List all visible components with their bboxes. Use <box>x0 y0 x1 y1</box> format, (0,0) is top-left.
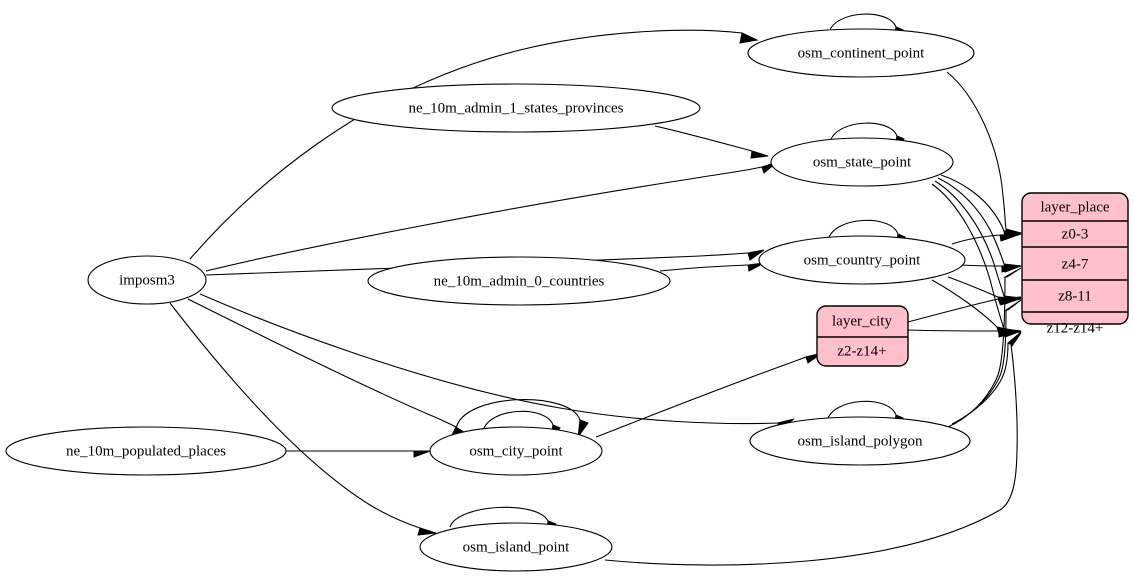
record-layer-place-row-z8-11[interactable]: z8-11 <box>1058 288 1092 304</box>
edge-ne-countries-to-osm-country-point <box>659 262 765 272</box>
edge-ne-populated-to-osm-city-point <box>286 450 431 458</box>
record-layer-city-title: layer_city <box>832 313 892 329</box>
node-label-osm-state-point: osm_state_point <box>813 154 912 170</box>
node-ne-10m-admin-1-states-provinces[interactable]: ne_10m_admin_1_states_provinces <box>331 83 701 133</box>
edge-imposm3-to-osm-city-point <box>187 298 472 437</box>
edge-imposm3-to-osm-island-polygon <box>199 293 795 431</box>
record-layer-city-row-z2-z14[interactable]: z2-z14+ <box>837 343 886 359</box>
edge-osm-continent-point-to-layer-place-z0-3 <box>946 71 1023 239</box>
edge-osm-country-point-to-layer-place-z4-7 <box>961 264 1022 273</box>
node-imposm3[interactable]: imposm3 <box>87 255 207 305</box>
edge-imposm3-to-osm-island-point <box>169 302 437 536</box>
record-layer-place-row-z0-3[interactable]: z0-3 <box>1062 226 1089 242</box>
node-label-ne-10m-admin-1-states-provinces: ne_10m_admin_1_states_provinces <box>409 100 624 116</box>
node-label-osm-island-polygon: osm_island_polygon <box>797 433 923 449</box>
edge-layer-city-to-layer-place-z8-11 <box>907 296 1022 323</box>
node-ne-10m-admin-0-countries[interactable]: ne_10m_admin_0_countries <box>367 256 671 306</box>
node-osm-city-point[interactable]: osm_city_point <box>429 426 603 476</box>
node-label-ne-10m-admin-0-countries: ne_10m_admin_0_countries <box>434 273 605 289</box>
edge-osm-island-polygon-to-layer-place-z8-11 <box>951 299 1022 425</box>
self-loop-osm-city-point-outer <box>455 399 589 438</box>
node-label-osm-country-point: osm_country_point <box>804 252 921 268</box>
edge-imposm3-to-osm-state-point <box>205 161 778 272</box>
record-layer-place-row-z12-z14[interactable]: z12-z14+ <box>1047 320 1104 336</box>
edge-layer-city-to-layer-place-z12-z14 <box>907 329 1022 338</box>
node-osm-continent-point[interactable]: osm_continent_point <box>747 28 975 78</box>
edge-ne-states-to-osm-state-point <box>654 125 769 159</box>
node-ne-10m-populated-places[interactable]: ne_10m_populated_places <box>5 426 287 476</box>
node-osm-country-point[interactable]: osm_country_point <box>758 235 966 285</box>
node-label-imposm3: imposm3 <box>119 272 175 288</box>
node-label-osm-city-point: osm_city_point <box>469 443 563 459</box>
edge-osm-island-polygon-to-layer-place-z12-z14 <box>955 331 1022 423</box>
record-layer-place-title: layer_place <box>1040 199 1109 215</box>
node-osm-island-point[interactable]: osm_island_point <box>419 522 613 572</box>
record-layer: layer_place z0-3 z4-7 z8-11 z12-z14+ lay… <box>816 192 1129 367</box>
record-layer-place[interactable]: layer_place z0-3 z4-7 z8-11 z12-z14+ <box>1021 192 1129 336</box>
edge-imposm3-to-osm-continent-point <box>189 29 759 260</box>
record-layer-city[interactable]: layer_city z2-z14+ <box>816 305 909 367</box>
node-label-osm-island-point: osm_island_point <box>463 539 571 555</box>
node-label-osm-continent-point: osm_continent_point <box>798 45 925 61</box>
node-label-ne-10m-populated-places: ne_10m_populated_places <box>66 443 226 459</box>
edge-osm-country-point-to-layer-place-z0-3 <box>951 233 1022 245</box>
node-osm-island-polygon[interactable]: osm_island_polygon <box>749 416 971 466</box>
node-layer: imposm3 ne_10m_admin_1_states_provinces … <box>5 28 975 572</box>
record-layer-place-row-z4-7[interactable]: z4-7 <box>1062 256 1089 272</box>
edge-osm-state-point-to-layer-place-z8-11 <box>934 180 1022 305</box>
node-osm-state-point[interactable]: osm_state_point <box>770 137 954 187</box>
edge-osm-island-point-to-layer-place-z12-z14 <box>604 332 1022 566</box>
